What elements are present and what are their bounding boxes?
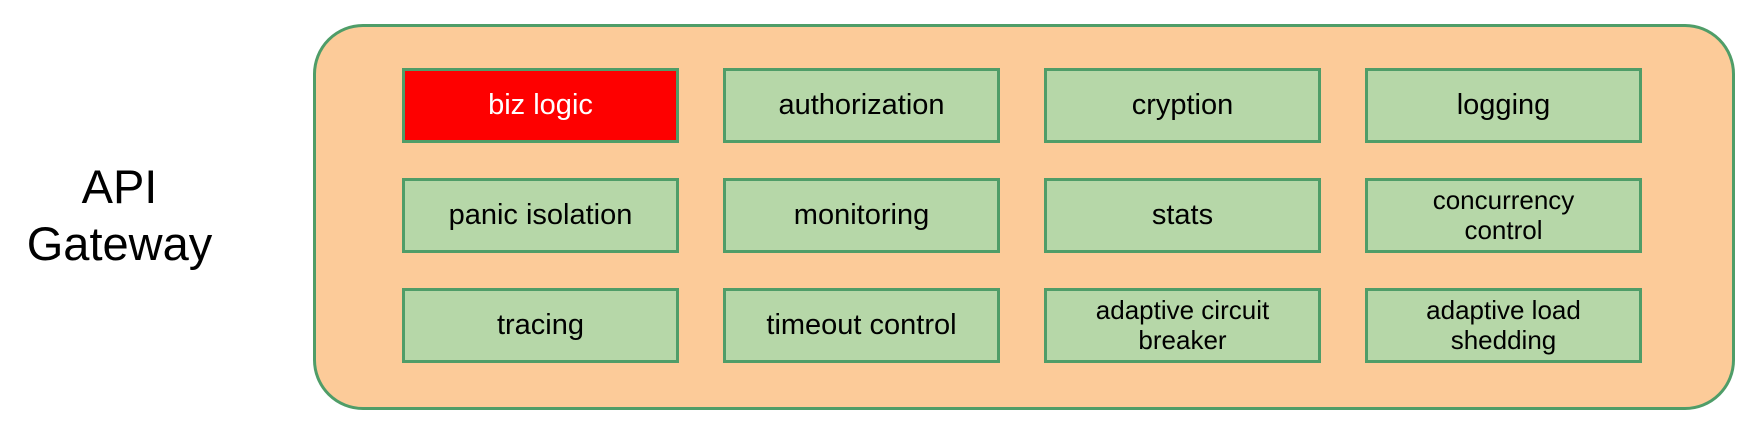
api-gateway-container: biz logic authorization cryption logging pan… [313,24,1735,410]
api-gateway-label: API Gateway [12,158,227,272]
module-box-cryption: cryption [1044,68,1321,143]
module-label: cryption [1131,89,1234,122]
module-label: authorization [778,89,945,122]
module-label: tracing [496,309,585,342]
module-label: stats [1151,199,1214,232]
module-label: biz logic [488,89,593,122]
module-label: panic isolation [448,199,633,232]
module-label: timeout control [766,309,957,342]
module-box-authorization: authorization [723,68,1000,143]
module-label: adaptive circuit breaker [1095,295,1270,355]
module-box-adaptive-circuit-breaker: adaptive circuit breaker [1044,288,1321,363]
module-box-monitoring: monitoring [723,178,1000,253]
module-label: monitoring [793,199,930,232]
module-box-panic-isolation: panic isolation [402,178,679,253]
module-box-biz-logic: biz logic [402,68,679,143]
module-label: concurrency control [1432,185,1575,245]
module-box-logging: logging [1365,68,1642,143]
module-grid: biz logic authorization cryption logging pan… [402,68,1642,363]
module-box-concurrency-control: concurrency control [1365,178,1642,253]
module-label: logging [1456,89,1551,122]
module-box-stats: stats [1044,178,1321,253]
module-box-tracing: tracing [402,288,679,363]
module-box-adaptive-load-shedding: adaptive load shedding [1365,288,1642,363]
module-label: adaptive load shedding [1426,295,1581,355]
api-gateway-label-line2: Gateway [26,217,213,270]
module-box-timeout-control: timeout control [723,288,1000,363]
api-gateway-label-line1: API [81,160,158,213]
